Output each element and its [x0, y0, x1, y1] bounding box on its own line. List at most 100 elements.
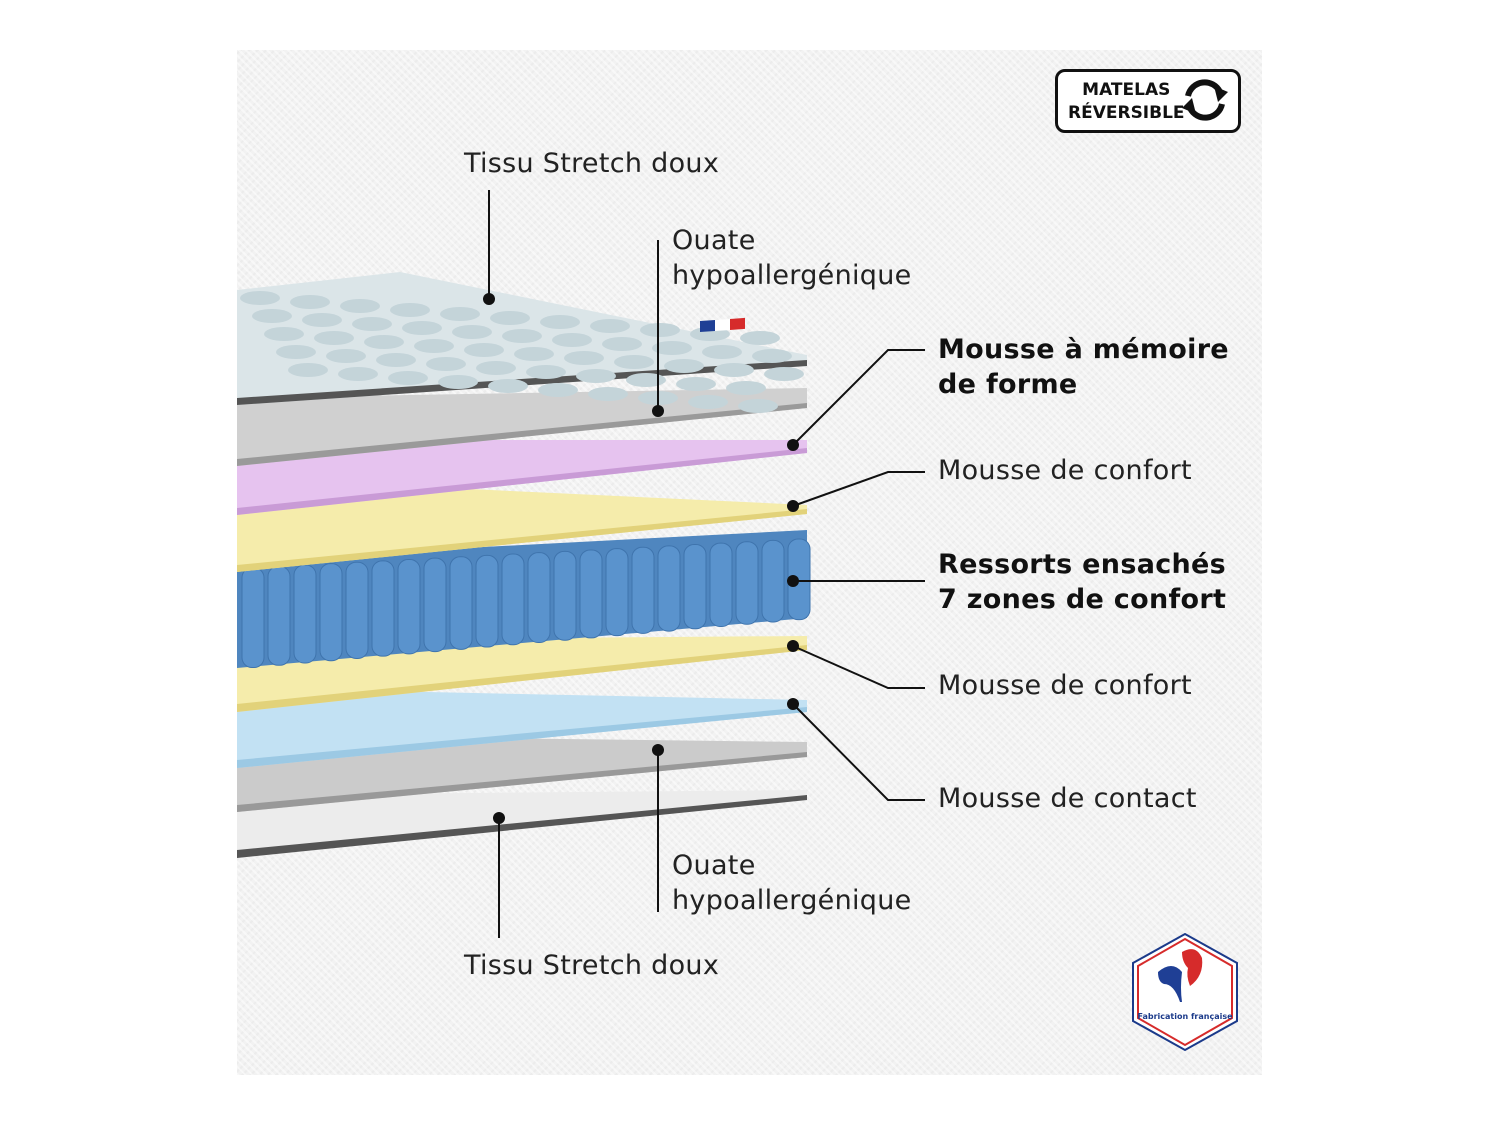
label-line: Mousse à mémoire	[938, 334, 1229, 365]
spring-coil	[449, 556, 473, 650]
rooster-icon	[1158, 949, 1203, 1002]
quilt-pattern	[738, 399, 778, 413]
quilt-pattern	[588, 387, 628, 401]
spring-coil	[553, 550, 577, 641]
spring-coil	[397, 559, 421, 655]
layer-springs	[237, 530, 811, 669]
quilt-pattern	[626, 373, 666, 387]
quilt-pattern	[340, 299, 380, 313]
flag-icon	[700, 320, 715, 333]
label-comfort-foam-bottom: Mousse de confort	[938, 670, 1192, 701]
quilt-pattern	[290, 295, 330, 309]
quilt-pattern	[314, 331, 354, 345]
quilt-pattern	[338, 367, 378, 381]
layer-top-fabric	[237, 272, 807, 413]
spring-coil	[475, 554, 499, 648]
quilt-pattern	[740, 331, 780, 345]
badge-line: MATELAS	[1082, 80, 1171, 100]
label-bottom-wadding: Ouate hypoallergénique	[672, 848, 912, 918]
spring-coil	[501, 553, 525, 646]
quilt-pattern	[664, 359, 704, 373]
quilt-pattern	[352, 317, 392, 331]
layer-comfort-foam-top	[237, 478, 807, 572]
quilt-pattern	[426, 357, 466, 371]
spring-coil	[631, 546, 655, 634]
quilt-pattern	[576, 369, 616, 383]
quilt-pattern	[376, 353, 416, 367]
quilt-pattern	[288, 363, 328, 377]
label-top-fabric: Tissu Stretch doux	[464, 148, 720, 179]
quilt-pattern	[276, 345, 316, 359]
quilt-pattern	[490, 311, 530, 325]
quilt-pattern	[590, 319, 630, 333]
layer-bottom-wadding	[237, 735, 807, 812]
quilt-pattern	[440, 307, 480, 321]
spring-coil	[579, 549, 603, 639]
spring-coil	[267, 565, 291, 666]
quilt-pattern	[438, 375, 478, 389]
label-line: Ouate	[672, 225, 756, 256]
quilt-pattern	[602, 337, 642, 351]
quilt-pattern	[414, 339, 454, 353]
layer-bottom-fabric	[237, 790, 807, 858]
quilt-pattern	[552, 333, 592, 347]
badge-line: RÉVERSIBLE	[1068, 103, 1185, 123]
label-springs: Ressorts ensachés 7 zones de confort	[938, 547, 1226, 617]
layer-top-wadding	[237, 388, 807, 466]
quilt-pattern	[402, 321, 442, 335]
quilt-pattern	[488, 379, 528, 393]
layer-contact-foam	[237, 688, 807, 768]
reversible-badge: MATELAS RÉVERSIBLE	[1055, 69, 1241, 133]
quilt-pattern	[364, 335, 404, 349]
label-line: Ouate	[672, 850, 756, 881]
label-comfort-foam-top: Mousse de confort	[938, 455, 1192, 486]
quilt-pattern	[714, 363, 754, 377]
quilt-pattern	[240, 291, 280, 305]
spring-coil	[709, 542, 733, 628]
quilt-pattern	[540, 315, 580, 329]
quilt-pattern	[326, 349, 366, 363]
label-contact-foam: Mousse de contact	[938, 783, 1197, 814]
layer-memory-foam	[237, 440, 807, 515]
quilt-pattern	[390, 303, 430, 317]
quilt-pattern	[502, 329, 542, 343]
reverse-arrows-icon	[1182, 79, 1228, 121]
spring-coil	[683, 543, 707, 630]
quilt-pattern	[452, 325, 492, 339]
quilt-pattern	[464, 343, 504, 357]
hexagon-frame	[1132, 932, 1238, 1052]
quilt-pattern	[538, 383, 578, 397]
label-line: Ressorts ensachés	[938, 549, 1227, 580]
spring-coil	[735, 541, 759, 625]
quilt-pattern	[476, 361, 516, 375]
origin-text: Fabrication française	[1137, 1012, 1233, 1021]
made-in-france-logo: Fabrication française	[1130, 932, 1240, 1052]
spring-coil	[241, 567, 265, 669]
quilt-pattern	[652, 341, 692, 355]
quilt-pattern	[302, 313, 342, 327]
label-bottom-fabric: Tissu Stretch doux	[464, 950, 720, 981]
spring-coil	[423, 557, 447, 653]
quilt-pattern	[514, 347, 554, 361]
quilt-pattern	[752, 349, 792, 363]
spring-coil	[527, 552, 551, 643]
quilt-pattern	[264, 327, 304, 341]
label-line: hypoallergénique	[672, 885, 912, 916]
quilt-pattern	[614, 355, 654, 369]
quilt-pattern	[764, 367, 804, 381]
quilt-pattern	[702, 345, 742, 359]
spring-coil	[319, 563, 343, 662]
label-line: hypoallergénique	[672, 260, 912, 291]
spring-coil	[761, 539, 785, 623]
quilt-pattern	[526, 365, 566, 379]
quilt-pattern	[688, 395, 728, 409]
quilt-pattern	[676, 377, 716, 391]
label-line: 7 zones de confort	[938, 584, 1227, 615]
spring-coil	[657, 545, 681, 632]
quilt-pattern	[640, 323, 680, 337]
quilt-pattern	[564, 351, 604, 365]
quilt-pattern	[388, 371, 428, 385]
spring-coil	[371, 560, 395, 657]
